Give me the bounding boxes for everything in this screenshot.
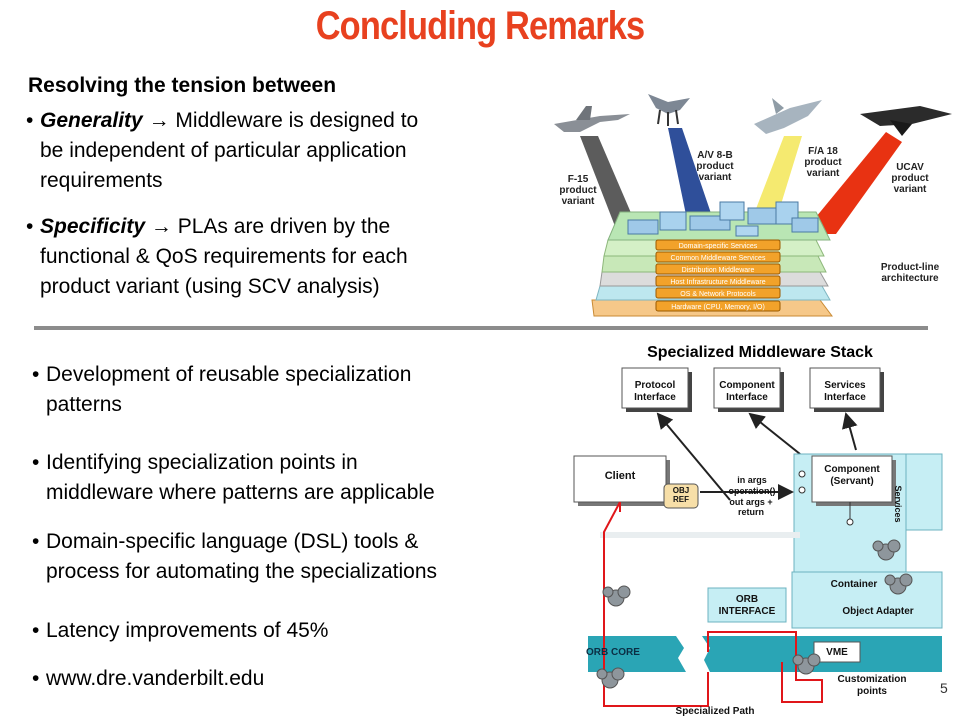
layer-os-network: OS & Network Protocols bbox=[680, 291, 756, 298]
f15-beam bbox=[580, 136, 640, 234]
bullet-specificity: • Specificity → PLAs are driven by the f… bbox=[26, 215, 408, 298]
variant-label-f15: F-15 product variant bbox=[559, 174, 597, 207]
variant-label-av8b: A/V 8-B product variant bbox=[696, 150, 734, 183]
layer-host-infrastructure: Host Infrastructure Middleware bbox=[670, 279, 765, 286]
bullet-latency: •Latency improvements of 45% bbox=[32, 619, 329, 642]
component-servant-label: Component (Servant) bbox=[824, 464, 880, 487]
orb-core-label: ORB CORE bbox=[586, 647, 640, 658]
layer-common-middleware: Common Middleware Services bbox=[671, 255, 766, 262]
arrow-icon: → bbox=[148, 109, 170, 132]
component-interface-label: Component Interface bbox=[719, 380, 775, 403]
fa18-aircraft-icon bbox=[754, 98, 822, 134]
pla-caption: Product-line architecture bbox=[880, 262, 940, 284]
term-generality: Generality bbox=[40, 109, 143, 132]
section-heading: Resolving the tension between bbox=[28, 74, 337, 97]
term-specificity: Specificity bbox=[40, 215, 146, 238]
stack-title: Specialized Middleware Stack bbox=[647, 344, 873, 361]
layer-labels: Domain-specific Services Common Middlewa… bbox=[655, 239, 781, 312]
services-label: Services bbox=[893, 485, 903, 523]
protocol-interface-label: Protocol Interface bbox=[634, 380, 676, 403]
fa18-beam bbox=[754, 136, 802, 214]
section-divider bbox=[34, 326, 928, 330]
f15-aircraft-icon bbox=[554, 106, 630, 132]
page-number: 5 bbox=[940, 680, 948, 696]
variant-label-ucav: UCAV product variant bbox=[891, 162, 929, 195]
product-line-figure: Domain-specific Services Common Middlewa… bbox=[554, 94, 952, 317]
operation-label: operation() bbox=[728, 486, 776, 496]
in-args-label: in args bbox=[737, 475, 767, 485]
ucav-beam bbox=[802, 132, 902, 234]
services-interface-label: Services Interface bbox=[824, 380, 866, 403]
customization-gear-icons bbox=[596, 539, 913, 689]
container-label: Container bbox=[830, 579, 878, 590]
av8b-aircraft-icon bbox=[648, 94, 690, 126]
obj-ref-label: OBJ REF bbox=[672, 486, 690, 504]
layer-distribution: Distribution Middleware bbox=[682, 267, 755, 274]
middleware-stack-figure bbox=[573, 367, 943, 707]
orb-interface-label: ORB INTERFACE bbox=[718, 594, 776, 617]
bullet-dsl-tools: •Domain-specific language (DSL) tools &p… bbox=[32, 530, 438, 583]
layer-domain-specific: Domain-specific Services bbox=[679, 243, 758, 250]
object-adapter-label: Object Adapter bbox=[842, 606, 914, 617]
layer-hardware: Hardware (CPU, Memory, I/O) bbox=[671, 304, 765, 311]
out-args-label: out args + return bbox=[729, 497, 773, 517]
variant-label-fa18: F/A 18 product variant bbox=[804, 146, 842, 179]
website-link[interactable]: www.dre.vanderbilt.edu bbox=[46, 667, 265, 690]
slide-title: Concluding Remarks bbox=[315, 4, 645, 48]
ucav-aircraft-icon bbox=[860, 106, 952, 136]
vme-label: VME bbox=[826, 647, 848, 658]
customization-points-label: Customization points bbox=[837, 674, 907, 697]
arrow-icon: → bbox=[150, 215, 172, 238]
specialized-path-label: Specialized Path bbox=[675, 706, 755, 717]
bullet-website: •www.dre.vanderbilt.edu bbox=[32, 667, 265, 690]
client-label: Client bbox=[604, 470, 636, 482]
av8b-beam bbox=[668, 128, 718, 234]
bullet-generality: • Generality → Middleware is designed to… bbox=[26, 109, 419, 192]
